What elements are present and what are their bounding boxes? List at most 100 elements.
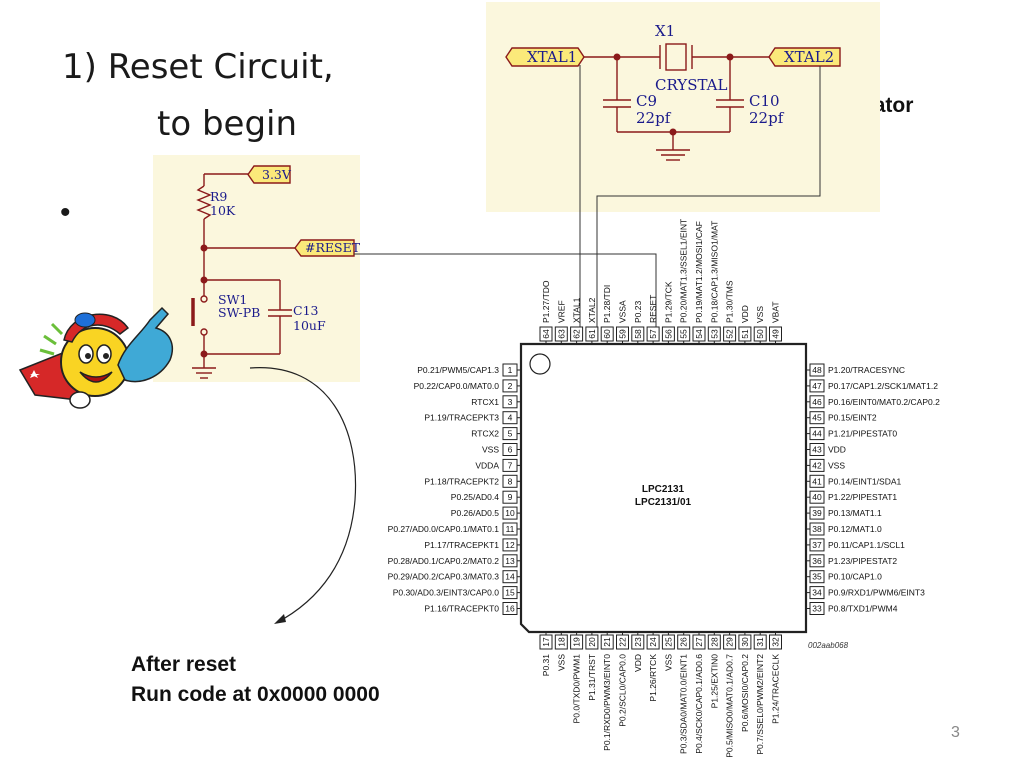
pin-label: P1.31/TRST bbox=[587, 654, 597, 701]
pin-number: 15 bbox=[505, 588, 515, 598]
pin-label: P0.15/EINT2 bbox=[828, 413, 877, 423]
supply-label: 3.3V bbox=[262, 167, 292, 182]
reset-flag bbox=[294, 239, 355, 257]
pin-number: 44 bbox=[812, 429, 822, 439]
pin-label: P1.22/PIPESTAT1 bbox=[828, 492, 897, 502]
pin-number: 51 bbox=[740, 329, 750, 339]
pin-label: VDDA bbox=[475, 460, 499, 470]
pin-label: P1.27/TDO bbox=[541, 280, 551, 323]
pin-number: 7 bbox=[508, 460, 513, 470]
pin-label: P1.20/TRACESYNC bbox=[828, 365, 905, 375]
pin-number: 64 bbox=[541, 329, 551, 339]
pin-label: P0.20/MAT1.3/SSEL1/EINT bbox=[679, 219, 689, 323]
pin-label: P0.11/CAP1.1/SCL1 bbox=[828, 540, 905, 550]
pin-label: VSSA bbox=[618, 300, 628, 323]
pin-label: P0.23 bbox=[633, 301, 643, 323]
reset-label: #RESET bbox=[305, 240, 361, 255]
reset-labels: 3.3V R9 10K #RESET SW1 SW-PB C13 10uF bbox=[210, 167, 361, 333]
lpc2131-chip: LPC2131 LPC2131/01 002aab068 1P0.21/PWM5… bbox=[388, 219, 940, 758]
connection-wires bbox=[354, 65, 821, 332]
pin-label: P1.30/TMS bbox=[725, 280, 735, 323]
reset-circuit bbox=[191, 165, 355, 379]
sw1-type: SW-PB bbox=[218, 305, 260, 320]
left-pin-4: 4P1.19/TRACEPKT3 bbox=[424, 411, 521, 425]
pin-number: 33 bbox=[812, 604, 822, 614]
xtal1-label: XTAL1 bbox=[527, 48, 577, 66]
pin-label: VDD bbox=[633, 654, 643, 672]
left-pin-8: 8P1.18/TRACEPKT2 bbox=[424, 474, 521, 488]
pin-label: VSS bbox=[556, 654, 566, 671]
chip-name-2: LPC2131/01 bbox=[635, 497, 692, 508]
pin-label: RESET bbox=[648, 295, 658, 323]
pin-number: 36 bbox=[812, 556, 822, 566]
c13-label: C13 bbox=[293, 303, 319, 318]
pin-label: P0.16/EINT0/MAT0.2/CAP0.2 bbox=[828, 397, 940, 407]
pin-number: 54 bbox=[694, 329, 704, 339]
pin-number: 29 bbox=[725, 637, 735, 647]
r9-label: R9 bbox=[210, 189, 227, 204]
pin-label: P0.29/AD0.2/CAP0.3/MAT0.3 bbox=[388, 572, 500, 582]
page-number: 3 bbox=[951, 724, 960, 741]
after-reset-note: After reset Run code at 0x0000 0000 bbox=[131, 650, 380, 710]
xtal2-label: XTAL2 bbox=[784, 48, 834, 66]
pin-label: P1.28/TDI bbox=[602, 285, 612, 323]
pin-number: 45 bbox=[812, 413, 822, 423]
pin-number: 53 bbox=[709, 329, 719, 339]
x1-label: X1 bbox=[655, 22, 675, 40]
pin-label: P0.7/SSEL0/PWM2/EINT2 bbox=[755, 654, 765, 755]
top-pins: 64P1.27/TDO63VREF62XTAL161XTAL260P1.28/T… bbox=[539, 219, 782, 344]
pin-number: 48 bbox=[812, 365, 822, 375]
pin-label: P0.1/RXD0/PWM3/EINT0 bbox=[602, 654, 612, 751]
top-pin-64: 64 P1.27/TDO bbox=[539, 280, 553, 344]
pin-label: P0.25/AD0.4 bbox=[451, 492, 499, 502]
pin-label: VBAT bbox=[771, 301, 781, 323]
c10-value: 22pf bbox=[749, 109, 785, 127]
pin-number: 63 bbox=[556, 329, 566, 339]
pin-number: 50 bbox=[755, 329, 765, 339]
pin-number: 1 bbox=[508, 365, 513, 375]
oscillator-circuit bbox=[505, 43, 841, 161]
oscillator-labels: XTAL1 XTAL2 X1 CRYSTAL C9 22pf C10 22pf bbox=[527, 22, 834, 127]
pin-number: 2 bbox=[508, 381, 513, 391]
pin-label: VSS bbox=[663, 654, 673, 671]
pin-number: 39 bbox=[812, 508, 822, 518]
slide-title: 1) Reset Circuit, bbox=[62, 47, 334, 87]
xtal2-flag bbox=[768, 47, 841, 67]
pin-number: 31 bbox=[755, 637, 765, 647]
pin-number: 9 bbox=[508, 492, 513, 502]
sw1-label: SW1 bbox=[218, 292, 247, 307]
pin-label: P0.22/CAP0.0/MAT0.0 bbox=[414, 381, 500, 391]
pin-number: 19 bbox=[572, 637, 582, 647]
oscillator-panel bbox=[486, 2, 880, 212]
pin-number: 55 bbox=[679, 329, 689, 339]
pin-label: P0.9/RXD1/PWM6/EINT3 bbox=[828, 588, 925, 598]
chip-name-1: LPC2131 bbox=[642, 484, 685, 495]
pin-label: XTAL2 bbox=[587, 297, 597, 323]
pin-number: 34 bbox=[812, 588, 822, 598]
pin-number: 35 bbox=[812, 572, 822, 582]
pin-number: 8 bbox=[508, 476, 513, 486]
pin-label: P0.3/SDA0/MAT0.0/EINT1 bbox=[679, 654, 689, 754]
